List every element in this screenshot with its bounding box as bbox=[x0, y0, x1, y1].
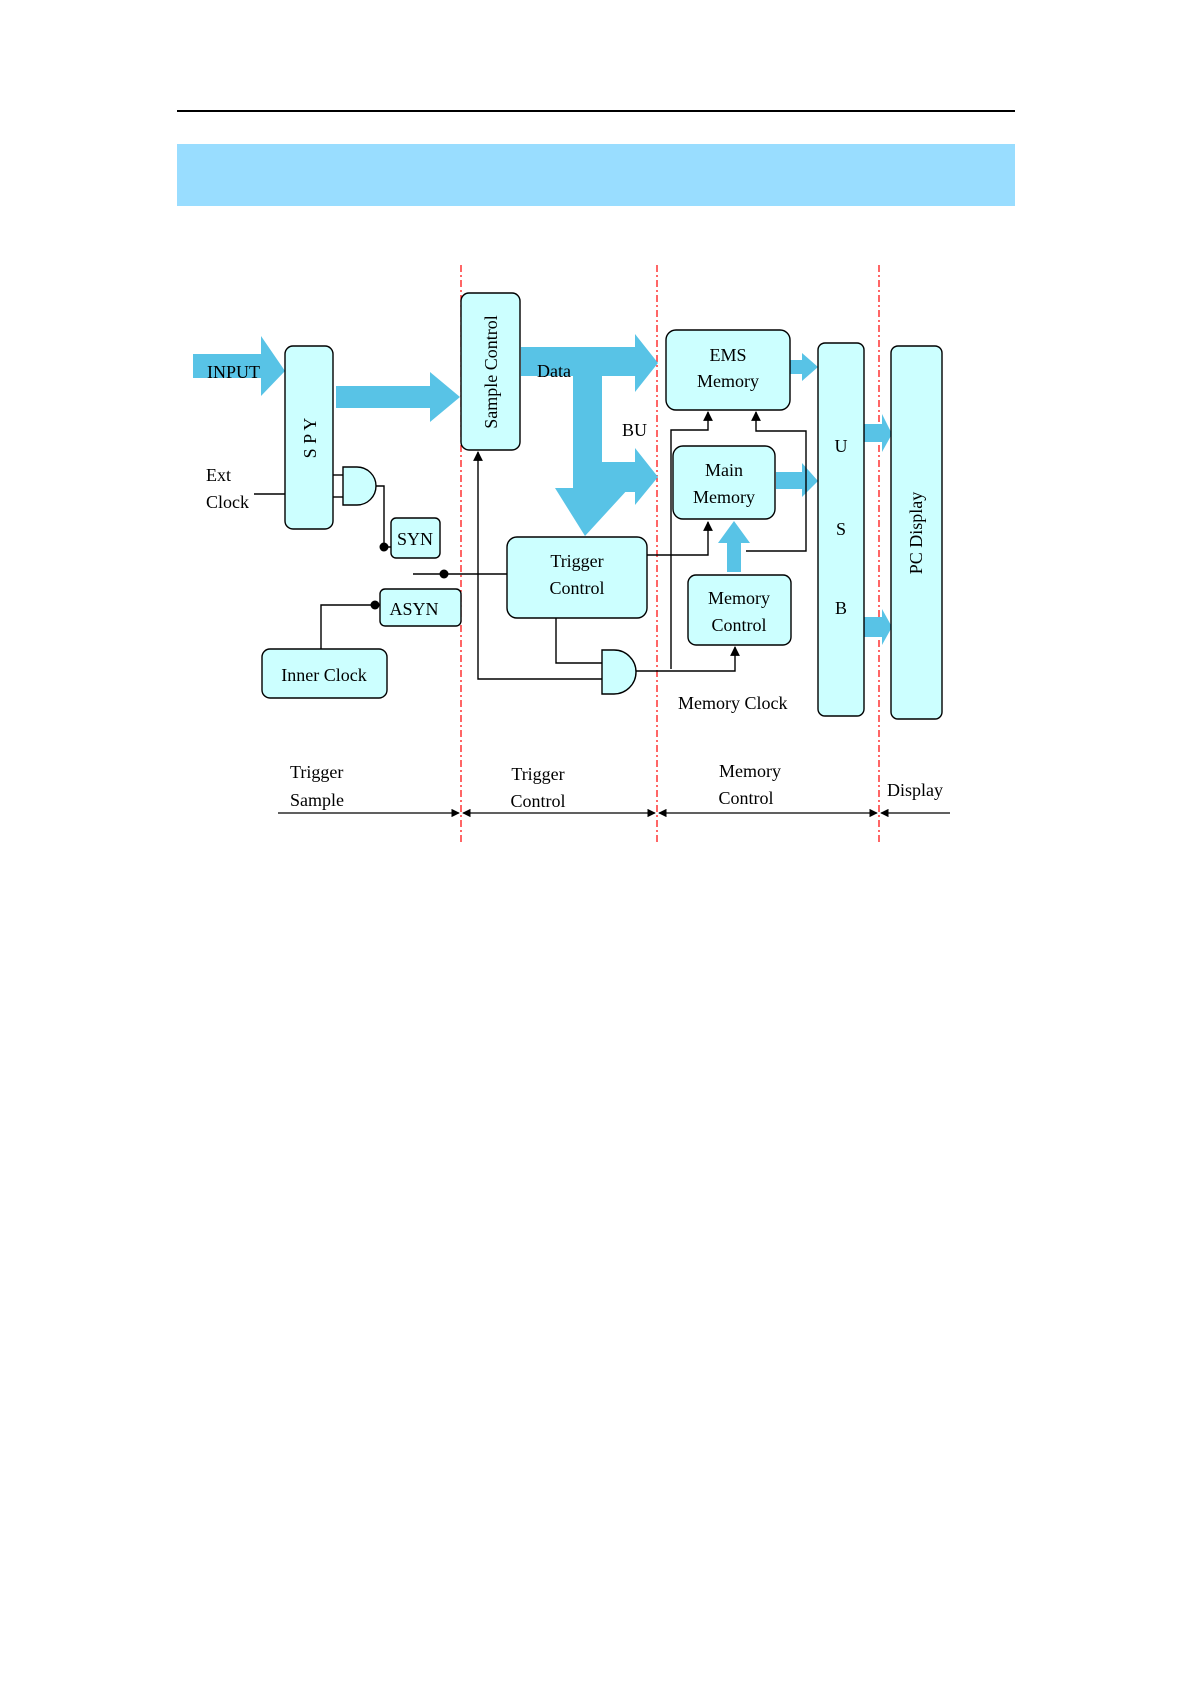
main-memory-label-1: Main bbox=[705, 460, 743, 480]
memory-control-label-2: Control bbox=[711, 615, 766, 635]
ext-clock-label-2: Clock bbox=[206, 492, 249, 512]
trigger-control-label-2: Control bbox=[549, 578, 604, 598]
ems-memory-label-2: Memory bbox=[697, 371, 759, 391]
ems-memory-block bbox=[666, 330, 790, 410]
inner-clock-wire bbox=[321, 605, 380, 649]
usb-label-s: S bbox=[836, 519, 846, 539]
gate-to-syn-wire bbox=[376, 486, 391, 547]
data-label: Data bbox=[537, 361, 571, 381]
main-memory-label-2: Memory bbox=[693, 487, 755, 507]
stage-trigger-control-label-2: Control bbox=[510, 791, 565, 811]
ext-clock-label-1: Ext bbox=[206, 465, 231, 485]
usb-to-display-arrow-1 bbox=[864, 414, 892, 452]
stage-memory-control-label-2: Control bbox=[718, 788, 773, 808]
and-gate-clock bbox=[343, 467, 376, 505]
stage-trigger-sample-label-1: Trigger bbox=[290, 762, 343, 782]
asyn-junction-dot bbox=[371, 601, 380, 610]
input-label: INPUT bbox=[207, 362, 260, 382]
inner-clock-label: Inner Clock bbox=[281, 665, 366, 685]
main-to-usb-arrow bbox=[776, 463, 818, 497]
trigger-control-label-1: Trigger bbox=[550, 551, 603, 571]
ems-to-usb-arrow bbox=[790, 353, 818, 381]
stage-memory-control-label-1: Memory bbox=[719, 761, 781, 781]
syn-label: SYN bbox=[397, 529, 433, 549]
main-memory-block bbox=[673, 446, 775, 519]
spy-label: S P Y bbox=[300, 418, 320, 459]
and-gate-memory-clock bbox=[602, 650, 636, 694]
memctrl-to-main-arrow bbox=[718, 521, 750, 572]
bu-label: BU bbox=[622, 420, 647, 440]
memory-control-label-1: Memory bbox=[708, 588, 770, 608]
spy-to-sample-arrow bbox=[336, 372, 460, 422]
stage-trigger-control-label-1: Trigger bbox=[511, 764, 564, 784]
gate-to-memory-control-wire bbox=[636, 647, 735, 671]
stage-trigger-sample-label-2: Sample bbox=[290, 790, 344, 810]
syn-junction-dot bbox=[380, 543, 389, 552]
ems-memory-label-1: EMS bbox=[709, 345, 746, 365]
sample-control-label: Sample Control bbox=[481, 315, 501, 429]
trigger-to-gate-wire bbox=[556, 618, 602, 663]
usb-label-u: U bbox=[835, 436, 848, 456]
trigger-junction-dot bbox=[440, 570, 449, 579]
pc-display-label: PC Display bbox=[906, 492, 926, 575]
asyn-label: ASYN bbox=[389, 599, 438, 619]
trigger-to-main-wire bbox=[647, 522, 708, 555]
usb-label-b: B bbox=[835, 598, 847, 618]
stage-display-label: Display bbox=[887, 780, 943, 800]
memory-clock-label: Memory Clock bbox=[678, 693, 788, 713]
usb-to-display-arrow-2 bbox=[864, 609, 892, 645]
